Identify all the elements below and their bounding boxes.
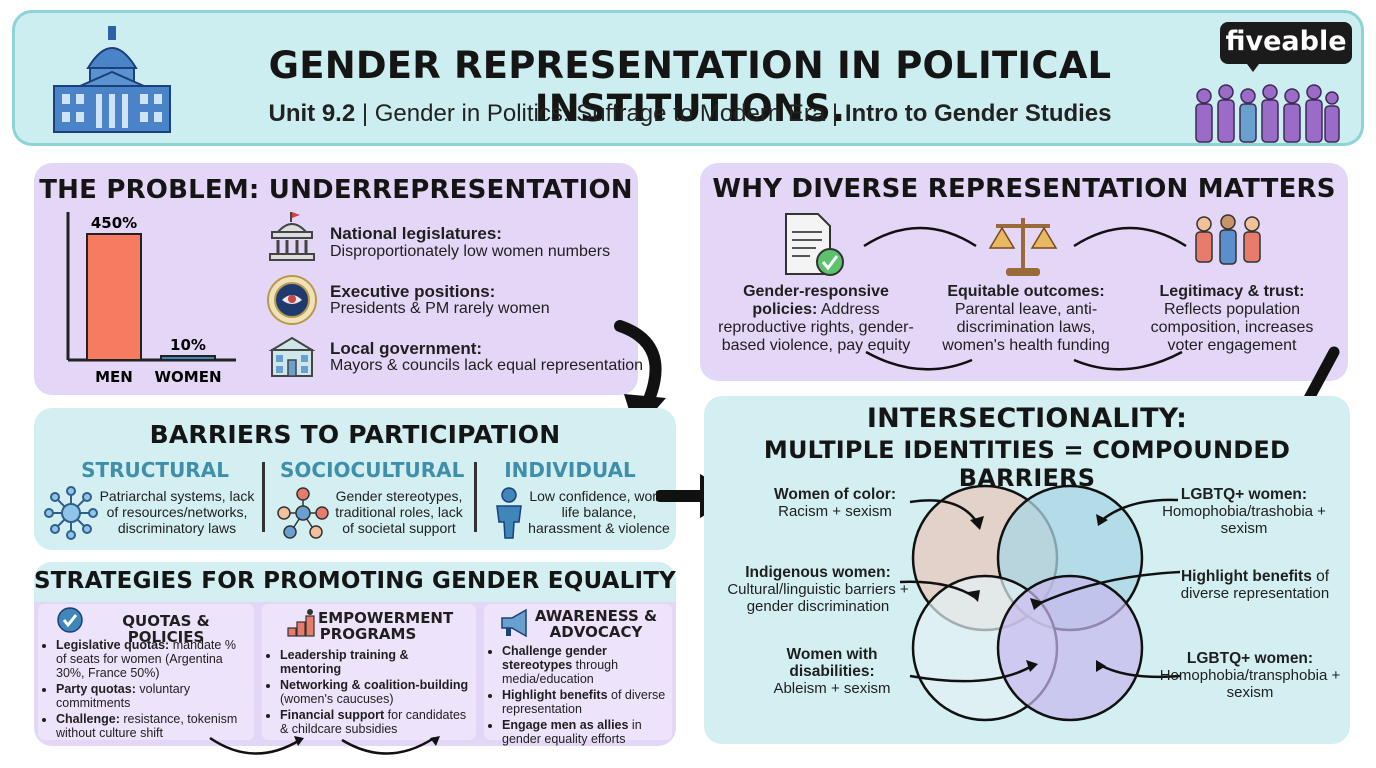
header-banner — [12, 10, 1364, 146]
subtitle-separator: | — [825, 100, 845, 127]
list-item: Leadership training & mentoring — [280, 648, 472, 676]
barrier-structural-desc: Patriarchal systems, lack of resources/n… — [99, 488, 255, 536]
list-item: Challenge: resistance, tokenism without … — [56, 712, 248, 740]
subtitle-topic: Gender in Politics: Suffrage to Modern E… — [374, 100, 826, 127]
megaphone-icon — [501, 608, 527, 638]
strategy-empowerment-list: Leadership training & mentoring Networki… — [268, 648, 472, 738]
strategy-awareness-heading: AWARENESS & ADVOCACY — [534, 607, 658, 641]
bar-men-data-label: 450% — [91, 214, 137, 232]
connector-arc — [865, 350, 1183, 371]
list-item: Highlight benefits of diverse representa… — [502, 688, 670, 716]
venn-diagram — [911, 484, 1144, 722]
barrier-divider — [474, 462, 477, 532]
list-item: Challenge gender stereotypes through med… — [502, 644, 670, 686]
why-title: WHY DIVERSE REPRESENTATION MATTERS — [712, 174, 1336, 204]
strategy-quotas-list: Legislative quotas: mandate % of seats f… — [44, 638, 248, 742]
people-group-icon — [1195, 84, 1340, 143]
subtitle-unit: Unit 9.2 — [268, 100, 356, 127]
problem-row-desc: Disproportionately low women numbers — [330, 243, 611, 260]
barrier-individual-heading: INDIVIDUAL — [504, 458, 636, 482]
fiveable-logo: fiveable — [1220, 22, 1352, 64]
label-lgbtq-women: LGBTQ+ women: Homophobia/trashobia + sex… — [1162, 486, 1326, 537]
category-label-men: MEN — [95, 368, 133, 386]
problem-row-title: Local government: — [330, 339, 483, 358]
barrier-sociocultural-desc: Gender stereotypes, traditional roles, l… — [335, 488, 463, 536]
strategies-title: STRATEGIES FOR PROMOTING GENDER EQUALITY — [34, 568, 676, 594]
diverse-people-icon — [1195, 214, 1261, 265]
connector-arrows — [209, 736, 440, 755]
strategy-quotas-heading: QUOTAS & POLICIES — [122, 612, 210, 646]
problem-row-title: Executive positions: — [330, 282, 496, 301]
scales-of-justice-icon — [988, 218, 1058, 276]
checkmark-badge-icon — [57, 607, 83, 633]
list-item: Engage men as allies in gender equality … — [502, 718, 670, 746]
list-item: Legislative quotas: mandate % of seats f… — [56, 638, 248, 680]
network-hub-icon — [44, 486, 98, 540]
capitol-building-icon — [53, 26, 171, 133]
list-item: Party quotas: voluntary commitments — [56, 682, 248, 710]
intersectionality-subtitle: MULTIPLE IDENTITIES = COMPOUNDED BARRIER… — [763, 436, 1291, 492]
why-item-legitimacy: Legitimacy & trust: Reflects population … — [1150, 283, 1314, 354]
problem-row-title: National legislatures: — [330, 224, 502, 243]
barriers-panel — [34, 408, 676, 550]
policy-document-icon — [785, 213, 844, 276]
representation-bar-chart: 450% 10% MEN WOMEN — [66, 212, 236, 386]
social-network-icon — [277, 487, 329, 539]
city-hall-icon — [268, 336, 316, 377]
page-title: GENDER REPRESENTATION IN POLITICAL INSTI… — [268, 44, 1112, 130]
barrier-individual-desc: Low confidence, work-life balance, haras… — [528, 488, 670, 536]
subtitle-separator: | — [355, 100, 375, 127]
bar-women-data-label: 10% — [170, 336, 206, 354]
barrier-structural-heading: STRUCTURAL — [81, 458, 229, 482]
list-item: Networking & coalition-building (women's… — [280, 678, 472, 706]
list-item: Financial support for candidates & child… — [280, 708, 472, 736]
connector-arc — [863, 226, 977, 248]
label-highlight-benefits: Highlight benefits of diverse representa… — [1180, 568, 1330, 602]
legislature-building-icon — [269, 212, 315, 261]
subtitle-course: Intro to Gender Studies — [844, 100, 1112, 127]
barrier-sociocultural-heading: SOCIOCULTURAL — [280, 458, 465, 482]
presidential-seal-icon — [267, 275, 317, 325]
label-women-with-disabilities: Women with disabilities: Ableism + sexis… — [773, 646, 891, 697]
page-subtitle: Unit 9.2 | Gender in Politics: Suffrage … — [150, 100, 1230, 128]
barriers-title: BARRIERS TO PARTICIPATION — [149, 420, 561, 449]
why-item-equitable-outcomes: Equitable outcomes: Parental leave, anti… — [942, 283, 1110, 354]
connector-arc — [1073, 226, 1187, 248]
person-icon — [496, 487, 522, 539]
bar-men — [86, 233, 142, 361]
bar-women — [160, 355, 216, 361]
label-lgbtq-women-transphobia: LGBTQ+ women: Homophobia/transphobia + s… — [1159, 650, 1341, 701]
logo-speech-tail — [1244, 60, 1262, 72]
venn-circle-gender-identity — [996, 574, 1144, 722]
barrier-divider — [262, 462, 265, 532]
intersectionality-title: INTERSECTIONALITY: — [866, 403, 1188, 434]
category-label-women: WOMEN — [154, 368, 221, 386]
strategy-empowerment-heading: EMPOWERMENT PROGRAMS — [318, 609, 454, 643]
label-women-of-color: Women of color: Racism + sexism — [774, 486, 896, 520]
problem-row-desc: Mayors & councils lack equal representat… — [330, 357, 644, 374]
strategy-awareness-list: Challenge gender stereotypes through med… — [490, 644, 670, 748]
problem-title: THE PROBLEM: UNDERREPRESENTATION — [39, 175, 633, 205]
strategies-title-band — [34, 562, 676, 602]
problem-row-desc: Presidents & PM rarely women — [330, 300, 550, 317]
label-indigenous-women: Indigenous women: Cultural/linguistic ba… — [727, 564, 909, 615]
label-pointer-arrows — [899, 498, 1181, 683]
growth-steps-icon — [287, 609, 315, 637]
